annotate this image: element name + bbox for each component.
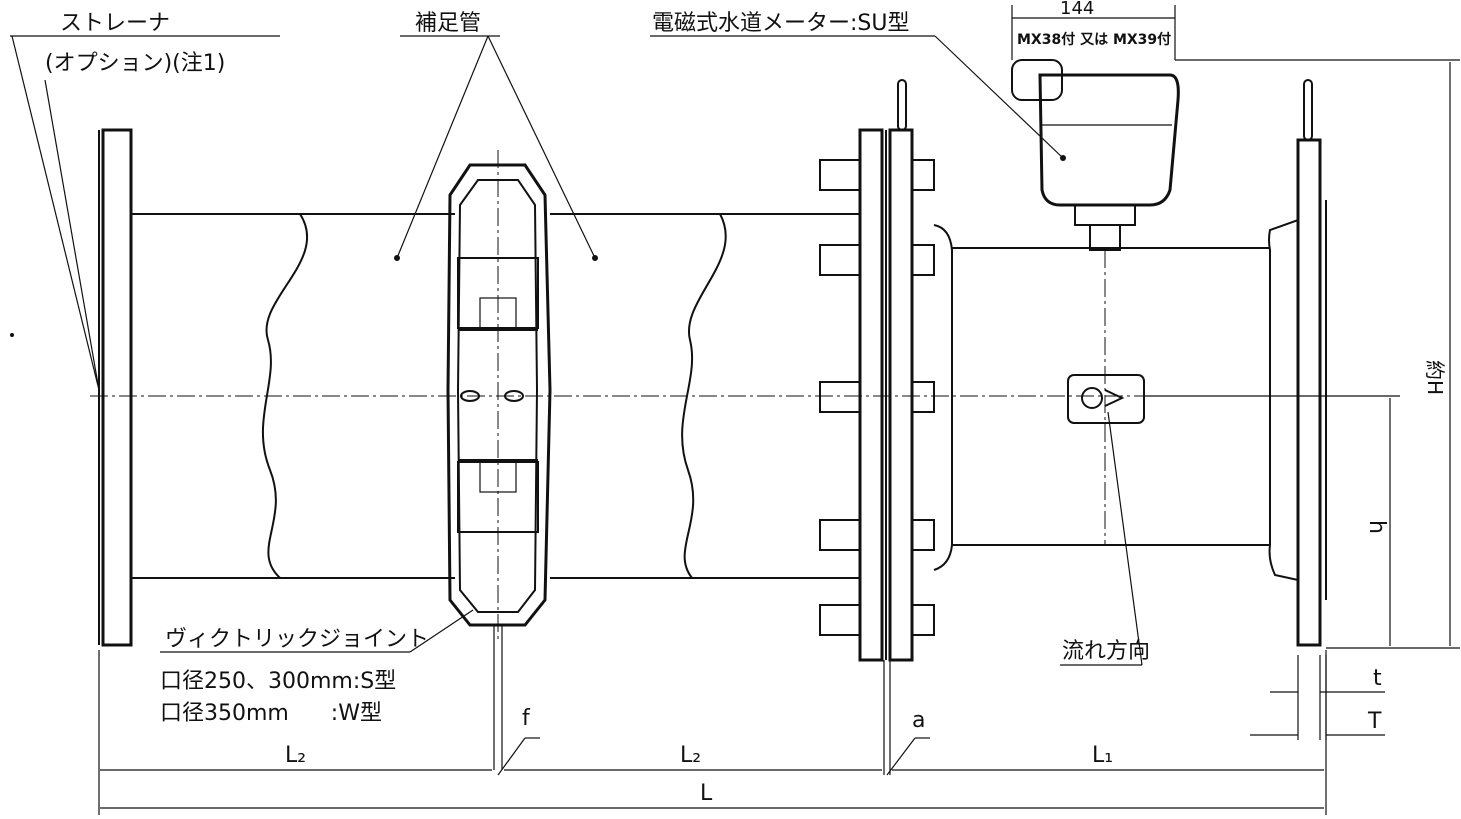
- label-victaulic-joint: ヴィクトリックジョイント: [165, 627, 429, 652]
- label-bore-250-300: 口径250、300mm:S型: [160, 669, 396, 694]
- label-flow-direction: 流れ方向: [1062, 639, 1150, 664]
- meter-body: [952, 247, 1270, 546]
- label-L2-mid: L₂: [680, 743, 701, 768]
- label-144: 144: [1060, 0, 1094, 19]
- label-f: f: [522, 706, 531, 731]
- left-flange: [98, 128, 133, 647]
- bolts: [819, 159, 935, 636]
- label-strainer: ストレーナ: [60, 11, 170, 36]
- label-L2-left: L₂: [285, 743, 306, 768]
- label-bore-350: 口径350mm :W型: [160, 701, 382, 726]
- label-h: h: [1364, 520, 1389, 534]
- label-a: a: [912, 708, 925, 733]
- leaders: [10, 35, 1143, 666]
- label-t: t: [1373, 666, 1382, 691]
- label-mx-models: MX38付 又は MX39付: [1017, 31, 1171, 48]
- dimensions: [98, 5, 1460, 815]
- label-T: T: [1367, 709, 1382, 734]
- label-L: L: [700, 781, 713, 806]
- diagram-labels: ストレーナ (オプション)(注1) 補足管 電磁式水道メーター:SU型 144 …: [45, 0, 1447, 806]
- meter-head: [1011, 59, 1180, 251]
- victaulic-joint: [446, 150, 552, 770]
- label-strainer-option: (オプション)(注1): [45, 51, 225, 76]
- meter-inlet-flange: [819, 79, 953, 775]
- label-L1: L₁: [1092, 743, 1113, 768]
- label-meter-name: 電磁式水道メーター:SU型: [652, 11, 909, 36]
- middle-pipe: [550, 213, 860, 579]
- label-approx-H: 約H: [1423, 360, 1447, 395]
- label-supplementary-pipe: 補足管: [415, 11, 481, 36]
- right-flange: [1268, 79, 1327, 647]
- left-pipe: [131, 213, 455, 579]
